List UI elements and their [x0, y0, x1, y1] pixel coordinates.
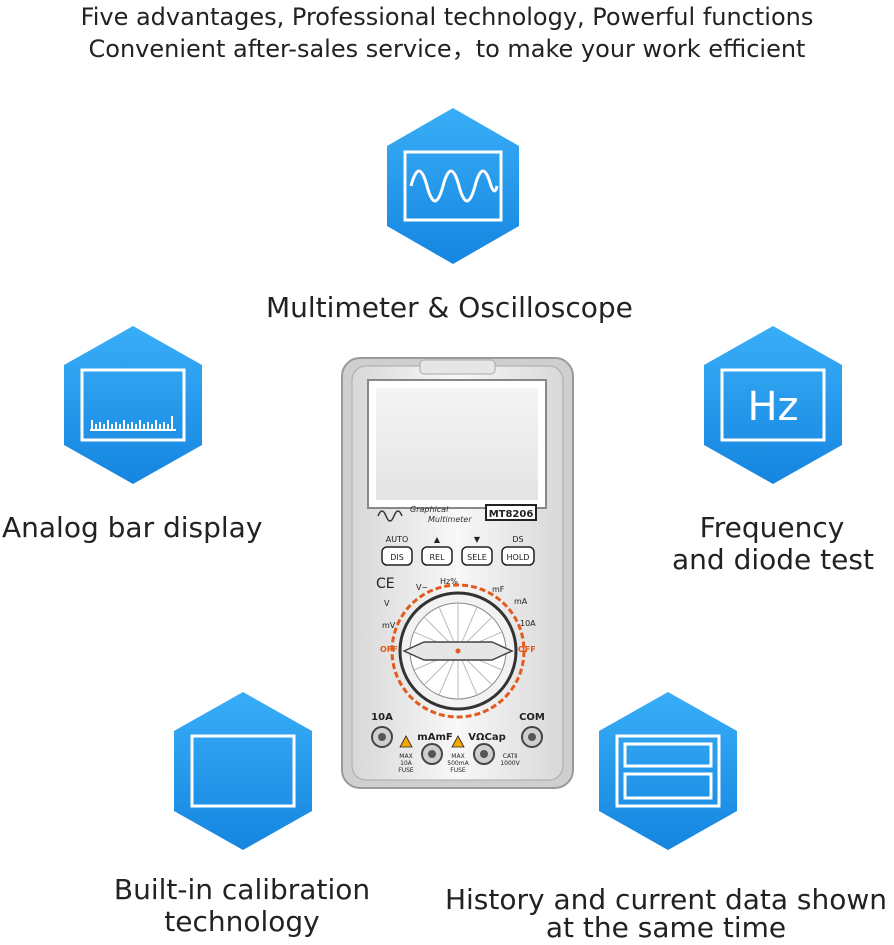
label-analog-bar: Analog bar display	[2, 511, 263, 544]
jack-label-mamf: mAmF	[417, 732, 452, 743]
svg-text:OFF: OFF	[380, 645, 398, 654]
label-auto: AUTO	[386, 535, 409, 544]
label-frequency-line-1: Frequency	[699, 511, 845, 544]
label-calibration: Built-in calibration technology	[108, 874, 376, 938]
warning-icon	[451, 735, 465, 748]
svg-text:HOLD: HOLD	[507, 553, 530, 562]
warning-icon	[399, 735, 413, 748]
hz-icon: Hz	[747, 384, 798, 430]
hold-button[interactable]: HOLD	[501, 546, 535, 566]
bar-graph-icon	[90, 416, 176, 431]
label-oscilloscope: Multimeter & Oscilloscope	[266, 291, 633, 324]
multimeter-device: Graphical Multimeter MT8206 AUTO ▲ ▼ DS …	[340, 356, 575, 790]
header-line-1: Five advantages, Professional technology…	[80, 3, 814, 31]
svg-text:V~: V~	[416, 583, 428, 592]
sele-button[interactable]: SELE	[461, 546, 493, 566]
frequency-hexagon: Hz	[700, 324, 846, 486]
svg-text:MAX: MAX	[451, 753, 464, 760]
svg-text:mA: mA	[514, 597, 528, 606]
split-screen-icon	[615, 734, 721, 808]
brand-line-2: Multimeter	[428, 515, 472, 524]
svg-text:V: V	[384, 599, 390, 608]
history-hexagon	[595, 690, 741, 852]
label-frequency: Frequency and diode test	[672, 511, 874, 576]
svg-text:500mA: 500mA	[447, 760, 469, 767]
svg-text:FUSE: FUSE	[450, 767, 466, 774]
calibration-icon	[190, 734, 296, 808]
svg-text:MAX: MAX	[399, 753, 412, 760]
label-calibration-line-2: technology	[164, 905, 320, 938]
svg-text:10A: 10A	[520, 619, 536, 628]
wave-logo-icon	[377, 510, 403, 522]
label-history: History and current data shown at the sa…	[440, 884, 892, 944]
label-calibration-line-1: Built-in calibration	[113, 873, 371, 906]
analog-bar-hexagon	[60, 324, 206, 486]
label-history-line-2: at the same time	[545, 911, 787, 944]
brand-line-1: Graphical	[410, 505, 449, 514]
label-up: ▲	[434, 535, 441, 544]
header-line-2: Convenient after-sales service，to make y…	[88, 35, 806, 63]
jack-label-vcap: VΩCap	[468, 732, 506, 743]
svg-text:OFF: OFF	[518, 645, 536, 654]
rel-button[interactable]: REL	[421, 546, 453, 566]
jack-label-10a: 10A	[371, 712, 393, 723]
jack-vcap[interactable]	[473, 743, 495, 765]
label-ds: DS	[512, 535, 523, 544]
svg-text:CATⅡ: CATⅡ	[503, 753, 517, 760]
svg-text:DIS: DIS	[390, 553, 404, 562]
jack-com[interactable]	[521, 726, 543, 748]
oscilloscope-hexagon	[383, 106, 523, 266]
wave-icon	[409, 169, 499, 203]
svg-text:Hz%: Hz%	[440, 577, 458, 586]
jack-mamf[interactable]	[421, 743, 443, 765]
svg-text:10A: 10A	[400, 760, 413, 767]
svg-text:REL: REL	[429, 553, 445, 562]
svg-text:mF: mF	[492, 585, 505, 594]
model-number: MT8206	[489, 509, 534, 520]
label-down: ▼	[474, 535, 481, 544]
label-history-line-1: History and current data shown	[444, 883, 888, 916]
ce-mark: CE	[376, 576, 395, 592]
svg-text:SELE: SELE	[467, 553, 487, 562]
jack-10a[interactable]	[371, 726, 393, 748]
dis-button[interactable]: DIS	[381, 546, 413, 566]
svg-text:FUSE: FUSE	[398, 767, 414, 774]
label-frequency-line-2: and diode test	[672, 543, 874, 576]
jack-label-com: COM	[519, 712, 545, 723]
calibration-hexagon	[170, 690, 316, 852]
svg-text:1000V: 1000V	[500, 760, 520, 767]
svg-text:mV: mV	[382, 621, 396, 630]
